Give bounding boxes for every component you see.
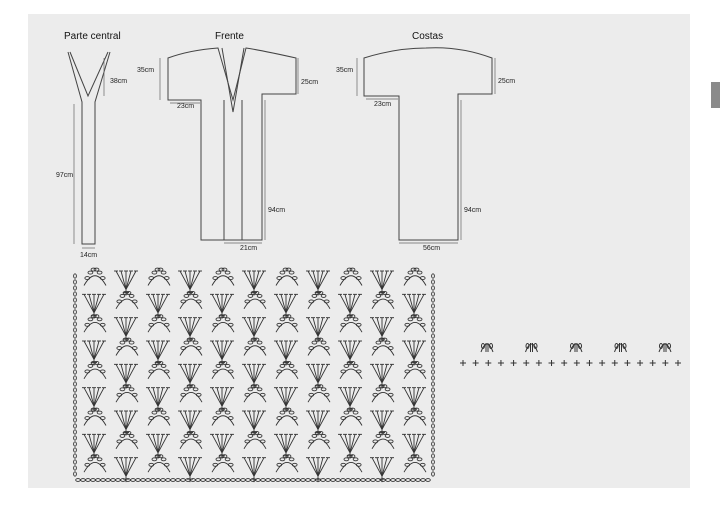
dim-label: 35cm bbox=[137, 67, 155, 74]
diagram-panel bbox=[28, 14, 690, 488]
side-tab[interactable] bbox=[711, 82, 720, 108]
piece-title-front: Frente bbox=[215, 31, 244, 42]
front-center-line bbox=[223, 100, 243, 240]
dim-label: 21cm bbox=[240, 245, 258, 252]
dim-label: 14cm bbox=[80, 252, 98, 259]
front-piece-outline bbox=[167, 47, 297, 241]
front-neck-line bbox=[221, 47, 245, 113]
dim-label: 25cm bbox=[498, 78, 516, 85]
dim-label: 23cm bbox=[177, 103, 195, 110]
dim-label: 97cm bbox=[56, 172, 74, 179]
dim-label: 23cm bbox=[374, 101, 392, 108]
dim-label: 56cm bbox=[423, 245, 441, 252]
dim-label: 94cm bbox=[464, 207, 482, 214]
dim-label: 35cm bbox=[336, 67, 354, 74]
back-piece-outline bbox=[363, 47, 493, 241]
dim-label: 94cm bbox=[268, 207, 286, 214]
piece-title-back: Costas bbox=[412, 31, 444, 42]
piece-title-center: Parte central bbox=[64, 31, 121, 42]
center-piece-outline bbox=[67, 51, 111, 245]
dim-label: 38cm bbox=[110, 78, 128, 85]
dim-label: 25cm bbox=[301, 79, 319, 86]
